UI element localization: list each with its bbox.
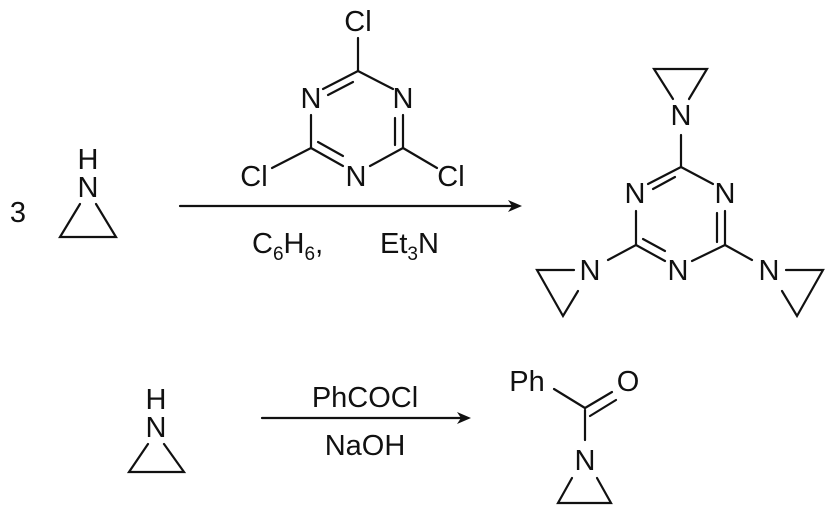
- atom-n-right: N: [393, 83, 414, 115]
- atom-cl-top: Cl: [344, 6, 371, 38]
- benzoyl-aziridine-product: Ph O N: [509, 366, 640, 505]
- atom-n-aziridine-right: N: [759, 255, 780, 287]
- reagent-benzoyl-chloride: PhCOCl: [312, 382, 418, 414]
- product-bonds: [552, 387, 618, 505]
- reaction-arrow-1: [178, 200, 522, 212]
- reagent-sodium-hydroxide: NaOH: [325, 430, 406, 462]
- atom-n-aziridine-top: N: [671, 100, 692, 132]
- group-ph: Ph: [509, 366, 544, 398]
- atom-n-bottom: N: [346, 161, 367, 193]
- stoichiometric-coefficient: 3: [10, 197, 26, 229]
- atom-cl-right: Cl: [437, 161, 464, 193]
- atom-n-ring-left: N: [625, 178, 646, 210]
- reaction-1: 3 H N Cl N N Cl N Cl: [10, 6, 825, 319]
- aziridine-ring-bonds: [58, 202, 118, 239]
- atom-h: H: [78, 144, 99, 176]
- cyanuric-chloride: Cl N N Cl N Cl: [240, 6, 464, 193]
- atom-n-ring-right: N: [715, 178, 736, 210]
- atom-n-aziridine-left: N: [580, 255, 601, 287]
- triazine-bonds: [270, 36, 439, 170]
- atom-n: N: [78, 172, 99, 204]
- aziridine-ring-bonds: [126, 442, 187, 474]
- reaction-arrow-2: [260, 412, 471, 424]
- atom-n-left: N: [301, 83, 322, 115]
- atom-n-ring-bottom: N: [668, 255, 689, 287]
- atom-n: N: [146, 412, 167, 444]
- conditions-1: C6H6,Et3N: [252, 228, 439, 265]
- product-bonds: [535, 67, 825, 319]
- atom-cl-left: Cl: [240, 161, 267, 193]
- aziridine-reactant: H N: [58, 144, 118, 239]
- reaction-2: H N PhCOCl NaOH Ph O N: [126, 366, 640, 505]
- atom-o: O: [617, 366, 640, 398]
- atom-n: N: [575, 445, 596, 477]
- atom-h: H: [146, 384, 167, 416]
- triethylenemelamine-product: N N N N N N: [535, 67, 825, 319]
- aziridine-reactant-2: H N: [126, 384, 187, 474]
